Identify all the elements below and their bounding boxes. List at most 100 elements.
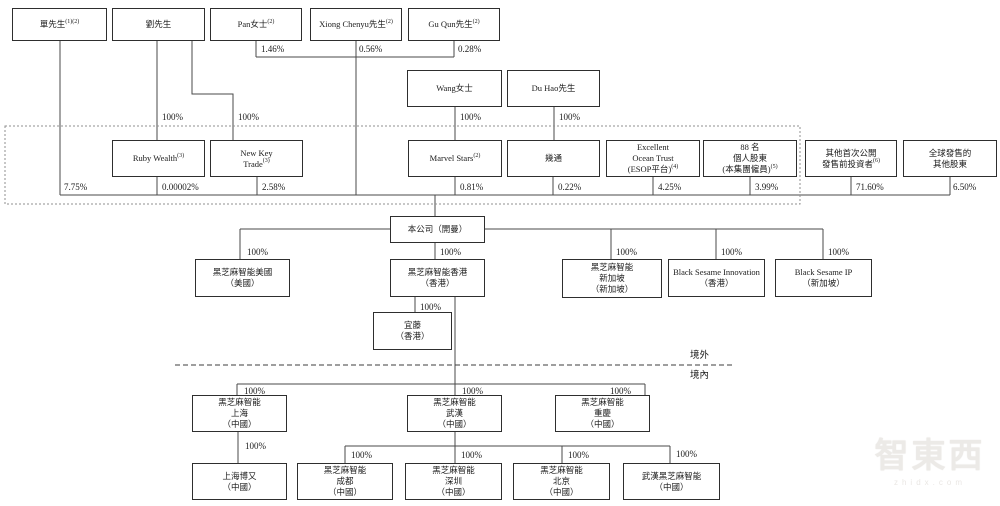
org-box-ip: Black Sesame IP（新加坡） xyxy=(775,259,872,297)
org-box-line: (本集團僱員)(5) xyxy=(722,163,778,174)
ownership-label-l_sz100: 100% xyxy=(461,450,482,460)
org-box-boyou: 上海博又（中國） xyxy=(192,463,287,500)
org-box-line: 其他股東 xyxy=(932,158,967,169)
ownership-label-l_bj100: 100% xyxy=(568,450,589,460)
org-box-line: （香港） xyxy=(699,278,734,288)
org-box-line: 黑芝麻智能 xyxy=(218,397,261,407)
org-box-us: 黑芝麻智能美國（美國） xyxy=(195,259,290,297)
ownership-label-l_xiong: 0.56% xyxy=(359,44,383,54)
org-box-line: （中國） xyxy=(585,419,620,429)
ownership-label-l_jitong_b: 0.22% xyxy=(558,182,582,192)
org-box-line: 黑芝麻智能 xyxy=(590,262,634,272)
org-box-shanghai: 黑芝麻智能上海（中國） xyxy=(192,395,287,432)
footnote-superscript: (1)(2) xyxy=(65,18,80,25)
ownership-label-l_other_b: 71.60% xyxy=(856,182,884,192)
org-box-line: （中國） xyxy=(437,419,472,429)
footnote-superscript: (2) xyxy=(267,18,275,25)
ownership-label-l_boyou100: 100% xyxy=(245,441,266,451)
org-box-shenzhen: 黑芝麻智能深圳（中國） xyxy=(405,463,502,500)
ownership-label-l_gu: 0.28% xyxy=(458,44,482,54)
org-box-line: （香港） xyxy=(420,278,455,288)
ownership-label-l_sg100: 100% xyxy=(616,247,637,257)
org-box-line: New Key xyxy=(240,147,273,158)
org-box-line: 黑芝麻智能 xyxy=(433,397,476,407)
org-box-line: 黑芝麻智能 xyxy=(581,397,624,407)
org-box-line: （中國） xyxy=(327,487,362,497)
org-box-line: 重慶 xyxy=(593,408,611,418)
org-box-line: Pan女士(2) xyxy=(237,18,275,29)
ownership-label-l_wh100: 100% xyxy=(462,386,483,396)
org-box-line: 發售前投資者(6) xyxy=(821,158,880,169)
ownership-label-l_yiteng100: 100% xyxy=(420,302,441,312)
org-box-line: 北京 xyxy=(552,476,570,486)
footnote-superscript: (2) xyxy=(472,18,480,25)
org-box-line: （香港） xyxy=(395,331,430,341)
org-box-gu: Gu Qun先生(2) xyxy=(408,8,500,41)
onshore-label: 境內 xyxy=(690,371,710,381)
org-box-line: 上海 xyxy=(230,408,248,418)
org-box-line: （中國） xyxy=(222,419,257,429)
org-box-line: （中國） xyxy=(436,487,471,497)
ownership-label-l_nk100: 100% xyxy=(238,112,259,122)
ownership-label-l_whbs100: 100% xyxy=(676,449,697,459)
org-box-line: （美國） xyxy=(225,278,260,288)
ownership-label-l_ruby100: 100% xyxy=(162,112,183,122)
org-box-line: 黑芝麻智能 xyxy=(432,465,475,475)
org-box-ruby: Ruby Wealth(3) xyxy=(112,140,205,177)
org-box-line: Xiong Chenyu先生(2) xyxy=(319,18,393,29)
ownership-label-l_eot_b: 4.25% xyxy=(658,182,682,192)
offshore-label: 境外 xyxy=(690,351,710,361)
org-box-line: Wang女士 xyxy=(436,83,473,93)
org-box-chengdu: 黑芝麻智能成都（中國） xyxy=(297,463,393,500)
ownership-label-l_ruby_b: 0.00002% xyxy=(162,182,199,192)
org-box-line: 武漢黑芝麻智能 xyxy=(641,470,702,481)
org-box-line: 黑芝麻智能美國 xyxy=(212,267,273,277)
org-box-xiong: Xiong Chenyu先生(2) xyxy=(310,8,402,41)
footnote-superscript: (2) xyxy=(385,18,393,25)
org-box-inno: Black Sesame Innovation（香港） xyxy=(668,259,765,297)
ownership-label-l_inno100: 100% xyxy=(721,247,742,257)
org-box-line: 成都 xyxy=(336,476,354,486)
ownership-label-l_nk_b: 2.58% xyxy=(262,182,286,192)
ownership-label-l_wang100: 100% xyxy=(460,112,481,122)
ownership-label-l_hk100: 100% xyxy=(440,247,461,257)
org-box-jitong: 幾通 xyxy=(507,140,600,177)
org-box-line: Ruby Wealth(3) xyxy=(132,152,185,163)
org-box-pan: Pan女士(2) xyxy=(210,8,302,41)
footnote-superscript: (2) xyxy=(473,152,481,159)
org-box-duhao: Du Hao先生 xyxy=(507,70,600,107)
org-box-line: 深圳 xyxy=(444,476,462,486)
org-box-line: 88 名 xyxy=(740,142,760,152)
footnote-superscript: (3) xyxy=(262,158,270,165)
org-box-line: 幾通 xyxy=(544,153,562,163)
ownership-label-l_marvel_b: 0.81% xyxy=(460,182,484,192)
ownership-label-l_us100: 100% xyxy=(247,247,268,257)
ownership-label-l_cd100: 100% xyxy=(351,450,372,460)
org-box-line: Excellent xyxy=(636,142,670,152)
footnote-superscript: (6) xyxy=(873,158,880,165)
org-box-sg: 黑芝麻智能新加坡（新加坡） xyxy=(562,259,662,298)
ownership-label-l_ind_b: 3.99% xyxy=(755,182,779,192)
ownership-label-l_du100: 100% xyxy=(559,112,580,122)
org-box-line: 黑芝麻智能香港 xyxy=(407,267,468,277)
org-box-marvel: Marvel Stars(2) xyxy=(408,140,502,177)
org-box-line: （中國） xyxy=(222,481,257,492)
org-box-global: 全球發售的其他股東 xyxy=(903,140,997,177)
org-box-otherpre: 其他首次公開發售前投資者(6) xyxy=(805,140,897,177)
org-box-yiteng: 宜藤（香港） xyxy=(373,312,452,350)
org-box-line: 上海博又 xyxy=(222,470,257,481)
org-box-wang: Wang女士 xyxy=(407,70,502,107)
org-box-line: （中國） xyxy=(544,487,579,497)
org-box-line: （新加坡） xyxy=(590,284,634,294)
org-box-beijing: 黑芝麻智能北京（中國） xyxy=(513,463,610,500)
org-box-line: 全球發售的 xyxy=(928,147,972,158)
org-box-company: 本公司（開曼） xyxy=(390,216,485,243)
footnote-superscript: (5) xyxy=(770,163,778,170)
org-box-line: （新加坡） xyxy=(802,278,845,288)
footnote-superscript: (3) xyxy=(177,152,185,159)
org-box-line: 新加坡 xyxy=(599,273,625,283)
org-box-shan: 單先生(1)(2) xyxy=(12,8,107,41)
